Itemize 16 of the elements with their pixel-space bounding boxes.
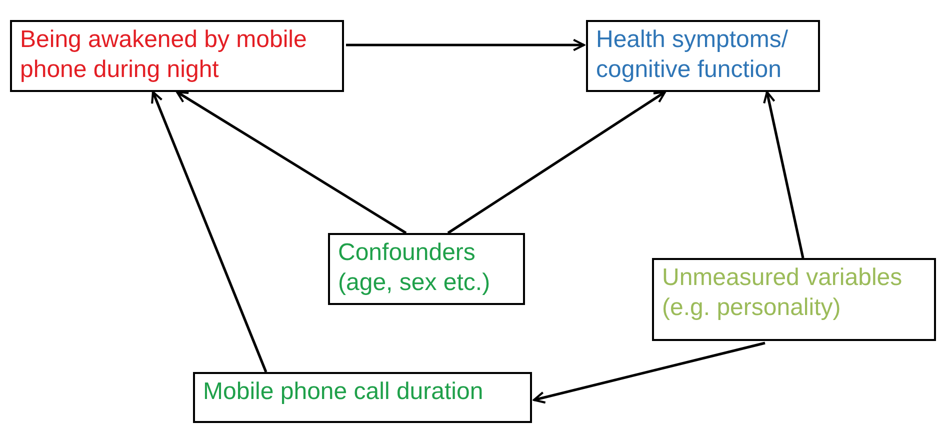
text-box	[652, 258, 936, 341]
box-text: Unmeasured variables (e.g. personality)	[662, 263, 904, 323]
box-text: Mobile phone call duration	[203, 377, 484, 407]
box-text: Confounders (age, sex etc.)	[338, 238, 492, 298]
box-text: Being awakened by mobile phone during night	[20, 25, 308, 85]
arrow	[176, 90, 407, 234]
arrow	[763, 90, 804, 258]
text-box	[193, 372, 532, 423]
arrow	[151, 90, 268, 372]
arrow	[532, 342, 766, 404]
text-box	[328, 233, 525, 305]
box-text: Health symptoms/ cognitive function	[596, 25, 790, 85]
arrow	[447, 90, 666, 234]
text-box	[10, 20, 344, 92]
arrow	[346, 38, 586, 52]
text-box	[586, 20, 820, 92]
